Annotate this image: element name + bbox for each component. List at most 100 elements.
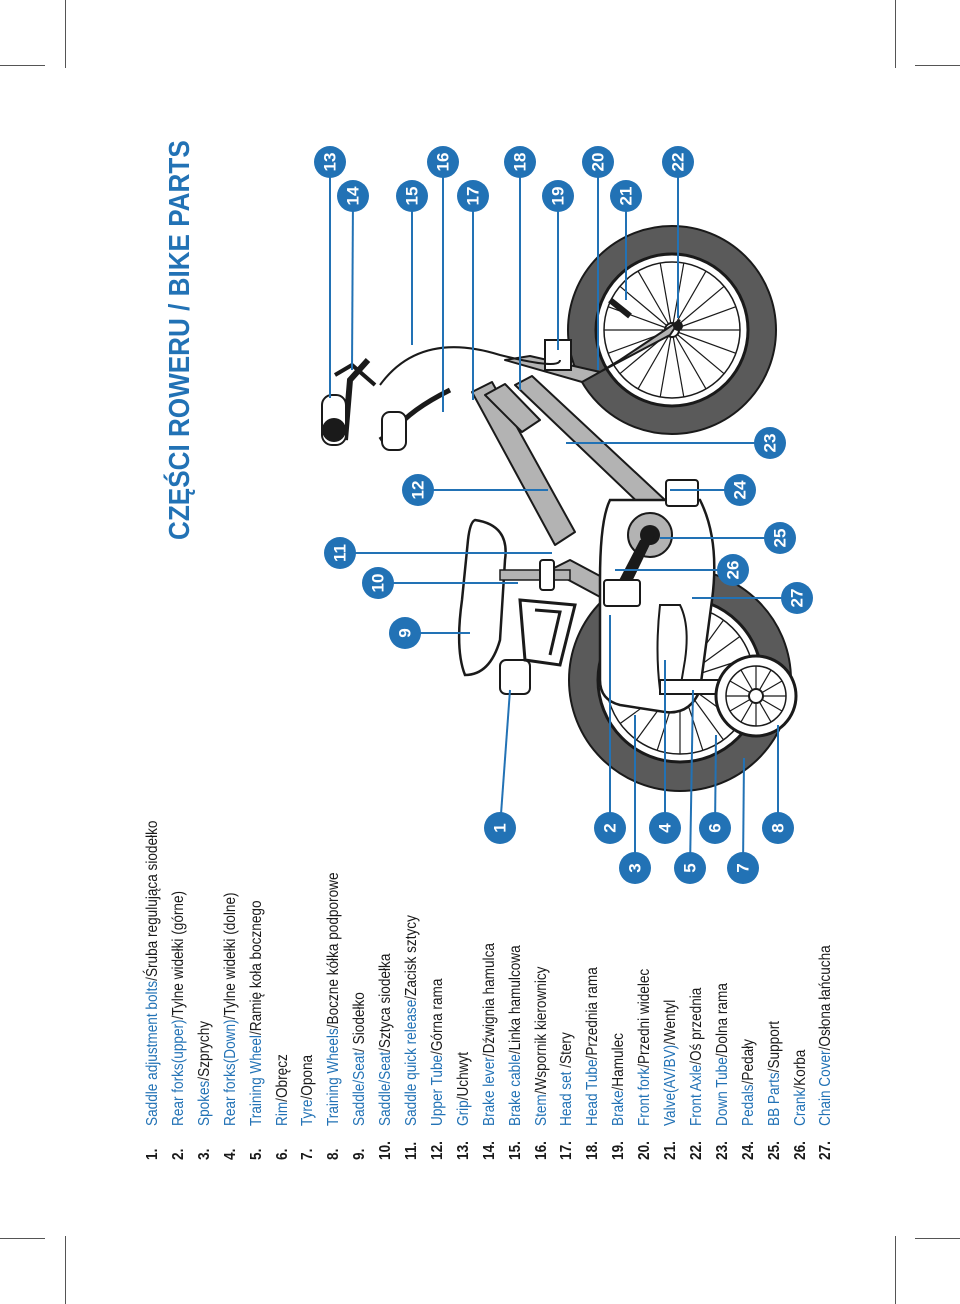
leader-line	[742, 757, 745, 869]
grip-end	[322, 418, 346, 442]
spoke	[659, 329, 673, 398]
callout-circle	[504, 146, 536, 178]
callout-number: 8	[769, 823, 788, 832]
saddle-clamp	[499, 659, 531, 695]
callout-badge: 9	[389, 617, 421, 649]
callout-circle	[610, 180, 642, 212]
callout-circle	[402, 474, 434, 506]
saddle	[457, 518, 507, 677]
callout-badge: 19	[542, 180, 574, 212]
callout-badge: 3	[619, 852, 651, 884]
callout-number: 1	[491, 823, 510, 832]
callout-circle	[457, 180, 489, 212]
callout-circle	[389, 617, 421, 649]
callout-circle	[674, 852, 706, 884]
callout-number: 2	[601, 823, 620, 832]
pedal-bottom	[603, 579, 641, 607]
callout-number: 6	[706, 823, 725, 832]
spoke	[671, 329, 725, 375]
callout-badge: 6	[699, 812, 731, 844]
training-wheel-spokes	[726, 666, 786, 726]
callout-badge: 10	[362, 567, 394, 599]
crop-mark	[915, 65, 960, 66]
crop-mark	[895, 0, 896, 68]
callout-badge: 15	[396, 180, 428, 212]
callout-number: 27	[788, 589, 807, 608]
callout-number: 13	[321, 153, 340, 172]
training-wheel-arm	[659, 679, 721, 695]
pedal-top	[665, 479, 699, 507]
spoke	[671, 329, 707, 390]
spoke	[619, 285, 673, 331]
callout-badge: 11	[324, 537, 356, 569]
head-tube-joint	[484, 383, 541, 433]
callout-number: 18	[511, 153, 530, 172]
callout-badge: 5	[674, 852, 706, 884]
callout-number: 12	[409, 481, 428, 500]
handlebar	[342, 357, 371, 441]
seat-post	[499, 569, 571, 581]
callout-circle	[362, 567, 394, 599]
callout-number: 11	[331, 544, 350, 562]
callout-circle	[484, 812, 516, 844]
spoke	[637, 329, 673, 390]
spoke	[637, 270, 673, 331]
callout-badge: 8	[762, 812, 794, 844]
callout-number: 25	[771, 529, 790, 548]
leader-line	[351, 195, 354, 371]
callout-circle	[724, 474, 756, 506]
crop-mark	[915, 1238, 960, 1239]
callout-circle	[762, 812, 794, 844]
callout-circle	[427, 146, 459, 178]
crop-mark	[0, 65, 45, 66]
callout-badge: 2	[594, 812, 626, 844]
callout-badge: 27	[781, 582, 813, 614]
saddle-bracket	[518, 598, 577, 667]
callout-circle	[754, 427, 786, 459]
training-wheel-assembly	[659, 654, 798, 738]
callout-circle	[781, 582, 813, 614]
callout-number: 5	[681, 863, 700, 872]
crop-mark	[895, 1236, 896, 1304]
callout-number: 16	[434, 153, 453, 172]
callout-badge: 16	[427, 146, 459, 178]
callout-badge: 12	[402, 474, 434, 506]
leader-line	[499, 689, 511, 829]
callout-number: 14	[344, 186, 363, 205]
callout-circle	[542, 180, 574, 212]
callout-number: 10	[369, 574, 388, 593]
callout-number: 4	[656, 823, 675, 833]
callout-circle	[619, 852, 651, 884]
callout-circle	[662, 146, 694, 178]
callout-badge: 22	[662, 146, 694, 178]
bike-illustration	[321, 225, 798, 792]
callout-badge: 20	[582, 146, 614, 178]
valve	[608, 297, 632, 319]
wheel-hub	[748, 688, 764, 704]
callout-circle	[764, 522, 796, 554]
callout-circle	[324, 537, 356, 569]
callout-circle	[649, 812, 681, 844]
spoke	[671, 270, 707, 331]
callout-circle	[314, 146, 346, 178]
callout-badge: 26	[717, 554, 749, 586]
callout-number: 9	[396, 628, 415, 637]
callout-circle	[396, 180, 428, 212]
callout-number: 19	[549, 187, 568, 206]
front-axle	[673, 321, 683, 331]
callout-circle	[699, 812, 731, 844]
brake-cable	[379, 346, 561, 386]
callout-badge: 18	[504, 146, 536, 178]
callout-badge: 25	[764, 522, 796, 554]
callout-badge: 1	[484, 812, 516, 844]
callout-badge: 21	[610, 180, 642, 212]
saddle-quick-release	[539, 559, 555, 591]
callout-number: 3	[626, 863, 645, 872]
leader-line	[689, 689, 694, 869]
callout-number: 22	[669, 153, 688, 172]
callout-badge: 23	[754, 427, 786, 459]
callout-number: 23	[761, 434, 780, 453]
